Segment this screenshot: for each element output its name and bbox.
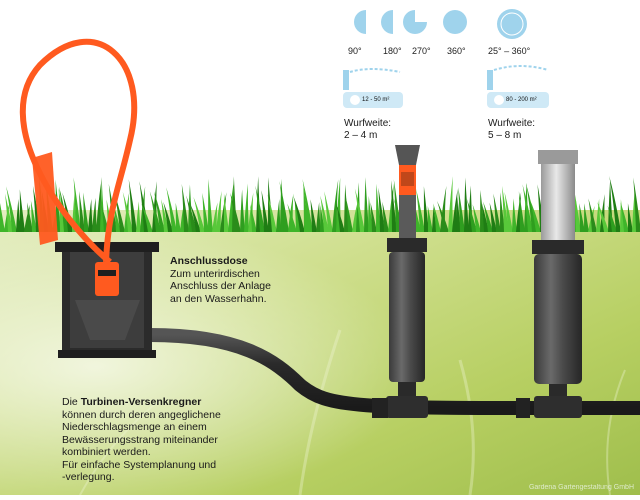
arc-270-label: 270° bbox=[412, 46, 431, 56]
box-line-1: Zum unterirdischen bbox=[170, 267, 260, 280]
pipe-coupler bbox=[372, 398, 388, 418]
small-range: Wurfweite: 2 – 4 m bbox=[344, 118, 391, 142]
arc-90-icon bbox=[354, 10, 366, 34]
note-intro: Die bbox=[62, 396, 81, 408]
large-range-label: Wurfweite: bbox=[488, 118, 536, 129]
water-pipe bbox=[149, 328, 640, 416]
note-line-6: -verlegung. bbox=[62, 471, 115, 483]
arc-180-icon bbox=[381, 10, 393, 34]
watermark: Gardena Gartengestaltung GmbH bbox=[528, 484, 634, 491]
soil-blades bbox=[79, 329, 626, 496]
spray-arc-icons bbox=[354, 9, 527, 39]
large-range-value: 5 – 8 m bbox=[488, 130, 522, 141]
note-term: Turbinen-Versenkregner bbox=[80, 396, 202, 408]
arc-360-icon bbox=[443, 10, 467, 34]
large-popup-sprinkler bbox=[532, 150, 584, 418]
large-area-label: 80 - 200 m² bbox=[506, 97, 537, 103]
arc-90-label: 90° bbox=[348, 46, 362, 56]
box-description: Anschlussdose Zum unterirdischen Anschlu… bbox=[170, 255, 271, 305]
small-range-label: Wurfweite: bbox=[344, 118, 392, 129]
large-spray-pictogram bbox=[487, 65, 549, 108]
note-line-4: kombiniert werden. bbox=[62, 446, 151, 458]
pipe-coupler bbox=[516, 398, 530, 418]
connection-box bbox=[32, 152, 159, 358]
box-line-3: an den Wasserhahn. bbox=[170, 292, 267, 305]
small-popup-sprinkler bbox=[386, 145, 428, 418]
note-line-2: Niederschlagsmenge an einem bbox=[62, 421, 207, 433]
arc-180-label: 180° bbox=[383, 46, 402, 56]
note-heading: Die Turbinen-Versenkregner bbox=[62, 396, 221, 409]
arc-270-icon bbox=[403, 10, 427, 34]
note-line-3: Bewässerungsstrang miteinander bbox=[62, 433, 218, 446]
small-range-value: 2 – 4 m bbox=[344, 130, 378, 141]
arc-adjustable-label: 25° – 360° bbox=[488, 46, 531, 56]
large-range: Wurfweite: 5 – 8 m bbox=[488, 118, 535, 142]
box-line-2: Anschluss der Anlage bbox=[170, 280, 271, 292]
garden-hose bbox=[19, 38, 138, 265]
box-title: Anschlussdose bbox=[170, 255, 248, 267]
note-line-5: Für einfache Systemplanung und bbox=[62, 458, 217, 471]
small-area-label: 12 - 50 m² bbox=[362, 97, 390, 103]
note-line-1: können durch deren angeglichene bbox=[62, 408, 221, 421]
sprinkler-note: Die Turbinen-Versenkregner können durch … bbox=[62, 396, 221, 484]
small-spray-pictogram bbox=[343, 68, 403, 108]
arc-360-label: 360° bbox=[447, 46, 466, 56]
box-coupling bbox=[95, 262, 119, 296]
